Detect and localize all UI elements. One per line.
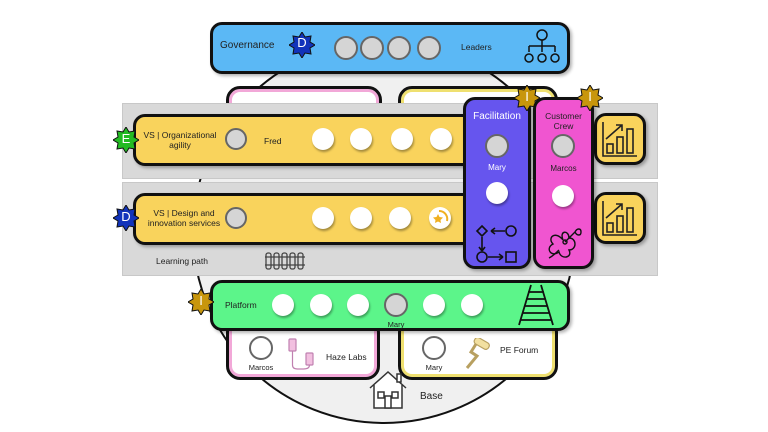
member-slot[interactable] — [360, 36, 384, 60]
facilitation-member: Mary — [488, 163, 506, 172]
member-slot[interactable] — [387, 36, 411, 60]
badge-e-icon — [113, 127, 139, 153]
vs2-label-line2: innovation services — [147, 218, 221, 229]
member-slot[interactable] — [551, 134, 575, 158]
member-slot[interactable] — [249, 336, 273, 360]
empty-slot[interactable] — [350, 128, 372, 150]
empty-slot[interactable] — [423, 294, 445, 316]
governance-badge: D — [297, 35, 307, 50]
usb-cable-icon — [288, 338, 314, 370]
vs2-badge: D — [121, 209, 131, 224]
empty-slot[interactable] — [347, 294, 369, 316]
empty-slot[interactable] — [552, 185, 574, 207]
badge-i-icon — [188, 289, 214, 315]
badge-d-icon — [113, 205, 139, 231]
governance-label: Governance — [220, 40, 275, 51]
org-chart-icon — [524, 29, 560, 63]
member-slot[interactable] — [334, 36, 358, 60]
customer-crew-member: Marcos — [550, 164, 577, 173]
governance-role: Leaders — [461, 42, 492, 52]
process-flow-icon — [475, 224, 517, 263]
paint-roller-icon — [465, 338, 490, 369]
empty-slot[interactable] — [310, 294, 332, 316]
badge-d-icon — [289, 32, 315, 58]
pe-forum-member: Mary — [425, 363, 443, 372]
pe-forum-label: PE Forum — [500, 345, 539, 355]
ladder-icon — [265, 252, 305, 270]
empty-slot[interactable] — [312, 128, 334, 150]
railway-track-icon — [518, 284, 554, 326]
platform-badge: I — [199, 293, 203, 308]
platform-label: Platform — [225, 300, 257, 310]
growth-chart-icon — [602, 201, 637, 236]
member-slot[interactable] — [384, 293, 408, 317]
vs1-member: Fred — [264, 136, 282, 146]
haze-labs-label: Haze Labs — [326, 352, 367, 362]
facilitation-badge: I — [525, 89, 529, 104]
learning-path-label: Learning path — [156, 256, 208, 266]
star-slot[interactable] — [429, 207, 451, 229]
platform-member: Mary — [387, 320, 405, 329]
empty-slot[interactable] — [350, 207, 372, 229]
customer-crew-badge: I — [588, 89, 592, 104]
member-slot[interactable] — [225, 128, 247, 150]
empty-slot[interactable] — [486, 182, 508, 204]
vs2-label-line1: VS | Design and — [153, 208, 215, 218]
vs1-label-line2: agility — [169, 140, 191, 151]
member-slot[interactable] — [225, 207, 247, 229]
empty-slot[interactable] — [389, 207, 411, 229]
growth-chart-icon — [602, 122, 637, 157]
member-slot[interactable] — [417, 36, 441, 60]
empty-slot[interactable] — [272, 294, 294, 316]
empty-slot[interactable] — [430, 128, 452, 150]
house-icon — [369, 370, 407, 409]
hibiscus-flower-icon — [548, 228, 582, 259]
vs1-badge: E — [121, 131, 131, 146]
vs1-label-line1: VS | Organizational — [143, 130, 217, 140]
badge-i-icon — [577, 85, 603, 111]
member-slot[interactable] — [422, 336, 446, 360]
empty-slot[interactable] — [461, 294, 483, 316]
customer-crew-label-line1: Customer — [545, 111, 582, 121]
facilitation-label: Facilitation — [473, 111, 521, 122]
haze-labs-member: Marcos — [248, 363, 274, 372]
star-icon — [433, 210, 449, 223]
member-slot[interactable] — [485, 134, 509, 158]
empty-slot[interactable] — [391, 128, 413, 150]
customer-crew-label-line2: Crew — [553, 121, 574, 132]
base-label: Base — [420, 391, 443, 402]
empty-slot[interactable] — [312, 207, 334, 229]
